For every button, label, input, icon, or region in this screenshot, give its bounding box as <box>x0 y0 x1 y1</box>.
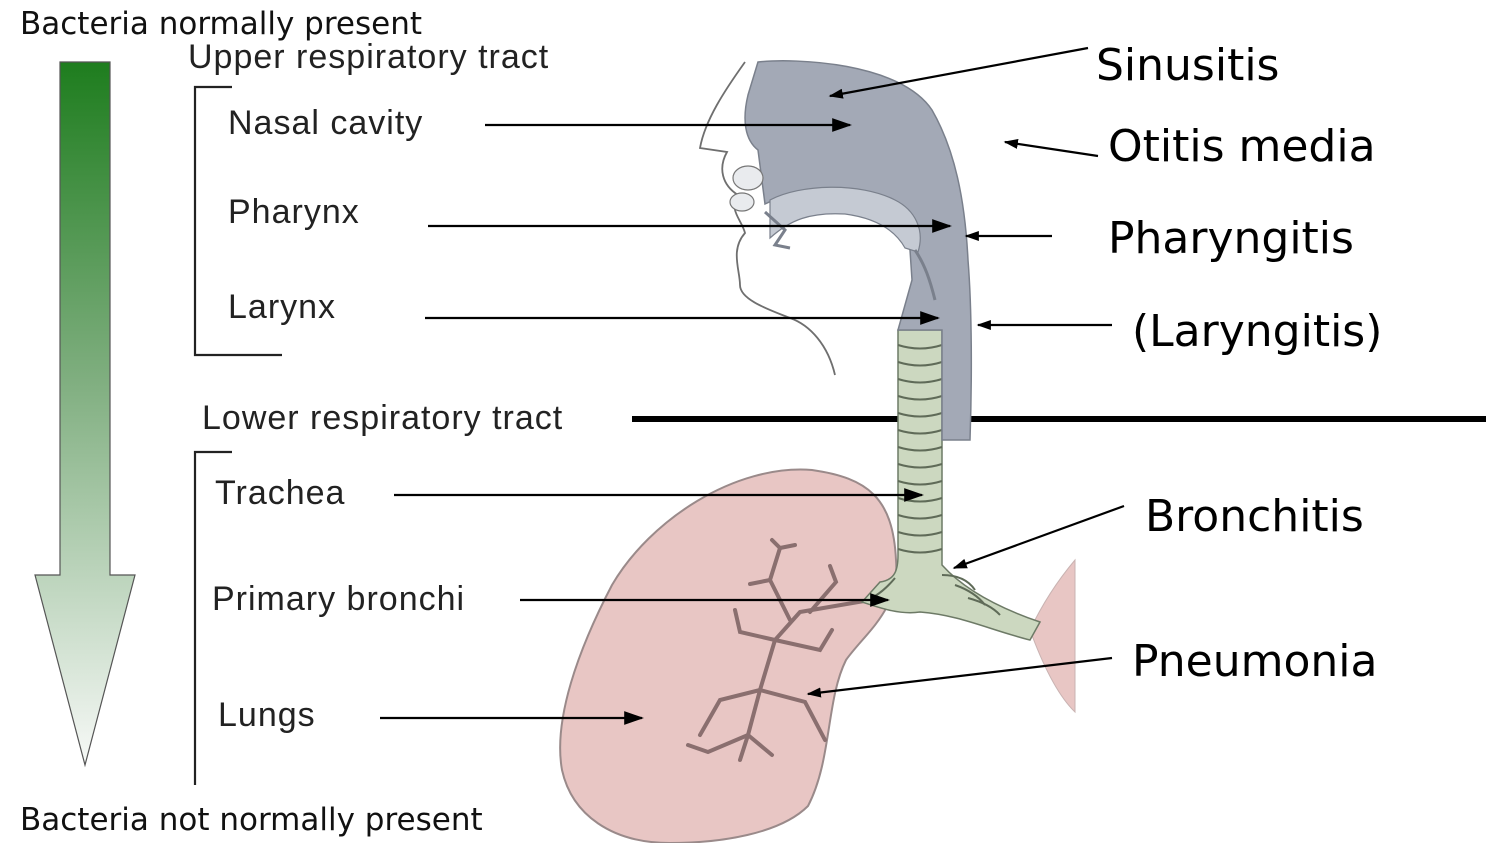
bacteria-gradient-arrow <box>35 62 135 765</box>
disease-label-bronchitis: Bronchitis <box>1145 491 1364 542</box>
part-label-pharynx: Pharynx <box>228 193 360 232</box>
arrow-otitis-media <box>1005 142 1098 156</box>
disease-label-laryngitis: (Laryngitis) <box>1132 306 1382 357</box>
part-label-larynx: Larynx <box>228 288 336 327</box>
disease-label-pneumonia: Pneumonia <box>1132 636 1377 687</box>
part-label-primary-bronchi: Primary bronchi <box>212 580 465 619</box>
bacteria-present-label: Bacteria normally present <box>20 6 422 42</box>
arrow-bronchitis <box>954 506 1124 568</box>
bacteria-absent-label: Bacteria not normally present <box>20 802 483 838</box>
disease-label-otitis-media: Otitis media <box>1108 121 1376 172</box>
lung-shape <box>560 470 896 843</box>
part-label-nasal-cavity: Nasal cavity <box>228 104 423 143</box>
part-label-trachea: Trachea <box>215 474 345 513</box>
disease-label-sinusitis: Sinusitis <box>1096 40 1279 91</box>
upper-tract-heading: Upper respiratory tract <box>188 38 549 77</box>
right-lung-edge <box>1030 560 1075 712</box>
part-label-lungs: Lungs <box>218 696 316 735</box>
lower-tract-heading: Lower respiratory tract <box>202 399 563 438</box>
disease-label-pharyngitis: Pharyngitis <box>1108 213 1354 264</box>
